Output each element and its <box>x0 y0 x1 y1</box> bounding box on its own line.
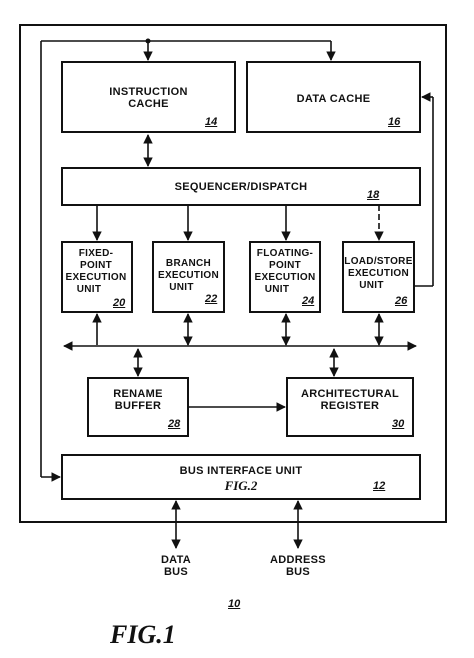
label-line: UNIT <box>169 282 194 293</box>
bus-interface-sublabel: FIG.2 <box>224 478 258 493</box>
label-line: BRANCH <box>165 258 212 269</box>
instruction-cache-box <box>61 61 236 133</box>
floating-point-ref: 24 <box>302 295 315 307</box>
label-line: EXECUTION <box>157 270 220 281</box>
floating-point-unit-box <box>249 241 321 313</box>
branch-unit-box <box>152 241 225 313</box>
data-cache-label: DATA CACHE <box>296 93 371 105</box>
label-line: UNIT <box>76 284 102 295</box>
fixed-point-label: FIXED- POINT EXECUTION UNIT <box>62 248 130 296</box>
data-cache-box <box>246 61 421 133</box>
rename-buffer-ref: 28 <box>168 418 181 430</box>
instruction-cache-ref: 14 <box>205 116 218 128</box>
architectural-register-ref: 30 <box>392 418 405 430</box>
floating-point-label: FLOATING- POINT EXECUTION UNIT <box>250 248 320 296</box>
data-cache-ref: 16 <box>388 116 401 128</box>
label-line: INSTRUCTION <box>109 86 188 98</box>
fixed-point-unit-box <box>61 241 133 313</box>
label-line: CACHE <box>128 98 169 110</box>
label-line: POINT <box>79 260 113 271</box>
label-line: LOAD/STORE <box>344 256 413 267</box>
sequencer-ref: 18 <box>367 189 380 201</box>
label-line: REGISTER <box>320 400 380 412</box>
label-line: EXECUTION <box>254 272 316 283</box>
label-line: FIXED- <box>78 248 114 259</box>
bus-interface-ref: 12 <box>373 480 386 492</box>
label-line: EXECUTION <box>347 268 410 279</box>
label-line: ARCHITECTURAL <box>300 388 399 400</box>
label-line: BUFFER <box>114 400 162 412</box>
label-line: POINT <box>268 260 302 271</box>
junction-dot <box>145 38 151 44</box>
branch-label: BRANCH EXECUTION UNIT <box>153 258 224 294</box>
architectural-register-box <box>286 377 414 437</box>
label-line: BUS <box>163 566 189 578</box>
label-line: EXECUTION <box>65 272 127 283</box>
label-line: FLOATING- <box>256 248 314 259</box>
bus-interface-label: BUS INTERFACE UNIT <box>179 465 303 477</box>
branch-ref: 22 <box>205 293 218 305</box>
sequencer-label: SEQUENCER/DISPATCH <box>174 181 308 193</box>
load-store-unit-box <box>342 241 415 313</box>
processor-ref: 10 <box>228 598 241 610</box>
architectural-register-label: ARCHITECTURAL REGISTER <box>287 388 413 412</box>
label-line: ADDRESS <box>270 554 326 566</box>
bus-interface-unit-box <box>61 454 421 500</box>
load-store-label: LOAD/STORE EXECUTION UNIT <box>343 256 414 292</box>
sequencer-dispatch-box <box>61 167 421 206</box>
rename-buffer-label: RENAME BUFFER <box>88 388 188 412</box>
address-bus-label: ADDRESS BUS <box>262 554 334 578</box>
figure-caption: FIG.1 <box>110 620 176 649</box>
fixed-point-ref: 20 <box>113 297 126 309</box>
label-line: RENAME <box>113 388 163 400</box>
data-bus-label: DATA BUS <box>146 554 206 578</box>
label-line: DATA <box>160 554 192 566</box>
processor-boundary <box>19 24 447 523</box>
label-line: UNIT <box>359 280 384 291</box>
load-store-ref: 26 <box>395 295 408 307</box>
label-line: BUS <box>285 566 311 578</box>
label-line: UNIT <box>264 284 290 295</box>
instruction-cache-label: INSTRUCTION CACHE <box>62 86 235 110</box>
